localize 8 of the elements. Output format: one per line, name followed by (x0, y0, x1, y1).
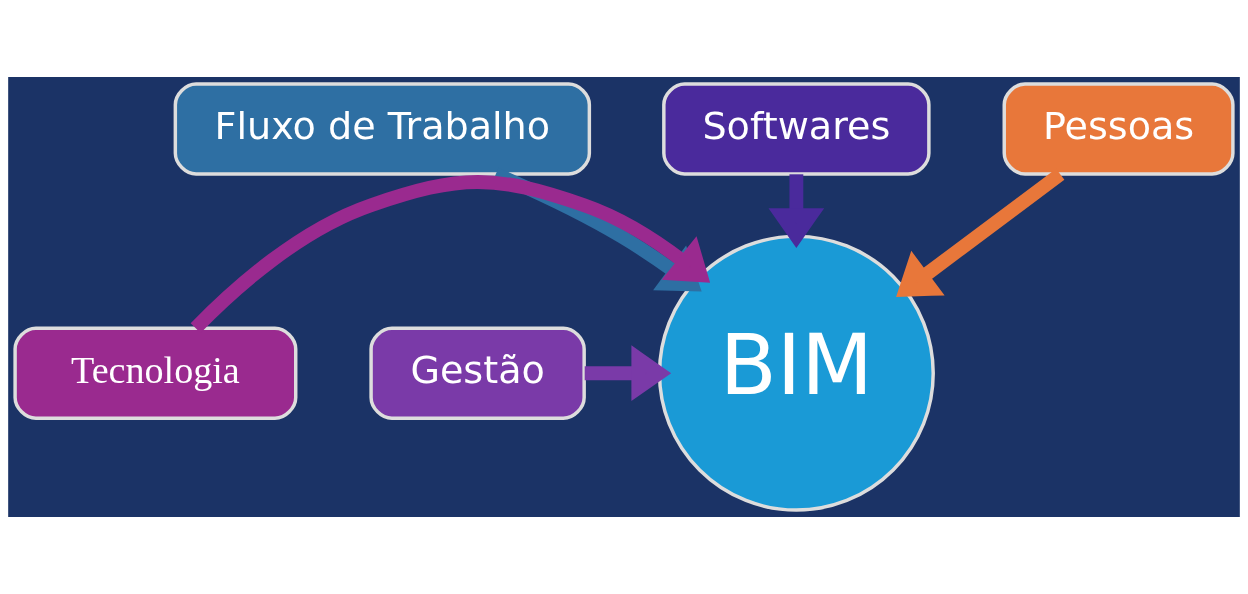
node-box: Tecnologia (13, 326, 298, 420)
arrow (768, 174, 825, 248)
arrow (584, 345, 672, 402)
arrow (190, 175, 711, 333)
node-box: Gestão (369, 326, 586, 420)
node-box: Pessoas (1002, 82, 1235, 176)
node-box: Softwares (662, 82, 931, 176)
node-box: Fluxo de Trabalho (173, 82, 592, 176)
